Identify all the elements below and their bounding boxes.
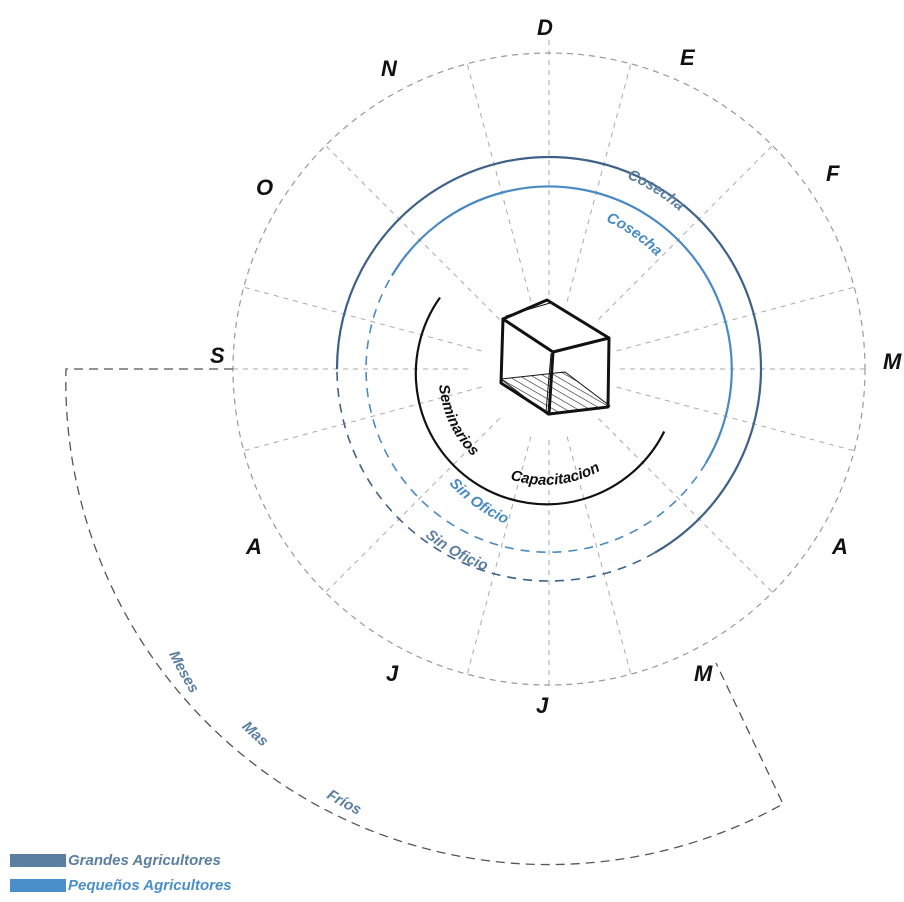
month-divider bbox=[466, 436, 532, 675]
month-label: J bbox=[386, 661, 399, 686]
pequenos-cosecha-arc bbox=[391, 185, 733, 464]
frios-label: Fríos bbox=[324, 786, 364, 818]
month-dividers bbox=[233, 40, 870, 690]
month-label: A bbox=[831, 534, 848, 559]
capacitacion-arc bbox=[414, 296, 666, 506]
pequenos-sin-oficio-label: Sin Oficio bbox=[446, 475, 511, 528]
legend-label-grandes: Grandes Agricultores bbox=[68, 852, 221, 869]
pequenos-sin-oficio-arc bbox=[365, 275, 707, 553]
month-label: O bbox=[256, 175, 273, 200]
meses-label: Meses bbox=[165, 648, 202, 696]
month-divider bbox=[566, 63, 632, 302]
legend-label-pequenos: Pequeños Agricultores bbox=[68, 877, 232, 894]
month-divider bbox=[566, 436, 632, 675]
month-label: S bbox=[210, 343, 225, 368]
cube-sketch bbox=[499, 298, 611, 416]
month-label: J bbox=[536, 693, 549, 718]
month-label: F bbox=[826, 161, 840, 186]
month-label: N bbox=[381, 56, 398, 81]
month-divider bbox=[598, 418, 773, 593]
month-label: D bbox=[537, 15, 553, 40]
legend-grandes: Grandes Agricultores bbox=[10, 852, 221, 869]
grandes-sin-oficio-label: Sin Oficio bbox=[422, 526, 490, 574]
month-labels: D E F M A M J J A S O N bbox=[210, 15, 902, 718]
month-divider bbox=[466, 63, 532, 302]
month-label: E bbox=[680, 45, 696, 70]
capacitacion-label: Capacitacion bbox=[509, 459, 602, 489]
cold-months-sector bbox=[65, 368, 784, 866]
month-label: A bbox=[245, 534, 262, 559]
month-divider bbox=[243, 286, 482, 352]
legend-pequenos: Pequeños Agricultores bbox=[10, 877, 232, 894]
month-divider bbox=[616, 286, 855, 352]
month-divider bbox=[598, 145, 773, 320]
month-label: M bbox=[883, 349, 902, 374]
legend-swatch-pequenos bbox=[10, 879, 66, 892]
legend-swatch-grandes bbox=[10, 854, 66, 867]
month-divider bbox=[243, 386, 482, 452]
month-divider bbox=[325, 418, 500, 593]
grandes-sin-oficio-arc bbox=[336, 368, 656, 582]
pequenos-cosecha-label: Cosecha bbox=[604, 209, 666, 259]
seminarios-label: Seminarios bbox=[435, 383, 482, 459]
mas-label: Mas bbox=[239, 718, 272, 750]
month-label: M bbox=[694, 661, 713, 686]
month-divider bbox=[325, 145, 500, 320]
grandes-cosecha-arc bbox=[335, 155, 763, 554]
month-divider bbox=[616, 386, 855, 452]
